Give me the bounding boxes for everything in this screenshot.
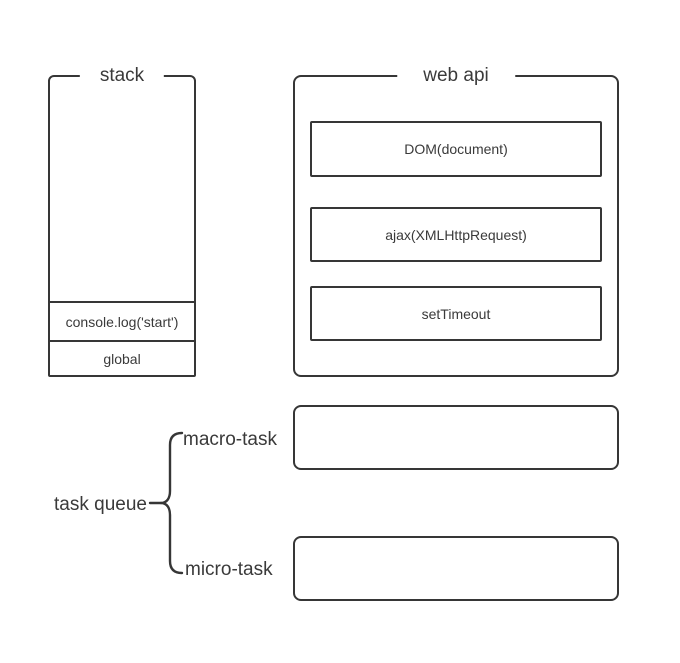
stack-frames: console.log('start') global bbox=[50, 301, 194, 375]
stack-frame-label: console.log('start') bbox=[65, 313, 179, 330]
web-api-item-label: setTimeout bbox=[421, 305, 491, 322]
micro-task-queue-box bbox=[293, 536, 619, 601]
macro-task-queue-box bbox=[293, 405, 619, 470]
stack-frame-global: global bbox=[50, 340, 194, 375]
macro-task-label: macro-task bbox=[183, 429, 277, 450]
task-queue-brace bbox=[148, 431, 184, 575]
task-queue-label: task queue bbox=[54, 494, 147, 515]
stack-frame-console-log: console.log('start') bbox=[50, 301, 194, 340]
web-api-title: web api bbox=[397, 64, 515, 88]
web-api-item-settimeout: setTimeout bbox=[310, 286, 602, 341]
web-api-item-label: DOM(document) bbox=[404, 141, 508, 157]
stack-box: stack console.log('start') global bbox=[48, 64, 196, 377]
web-api-box: web api DOM(document) ajax(XMLHttpReques… bbox=[293, 64, 619, 377]
web-api-item-label: ajax(XMLHttpRequest) bbox=[385, 226, 527, 243]
micro-task-label: micro-task bbox=[185, 559, 273, 580]
stack-title: stack bbox=[79, 64, 165, 88]
web-api-item-ajax: ajax(XMLHttpRequest) bbox=[310, 207, 602, 262]
web-api-item-dom: DOM(document) bbox=[310, 121, 602, 177]
stack-frame-label: global bbox=[103, 350, 141, 367]
